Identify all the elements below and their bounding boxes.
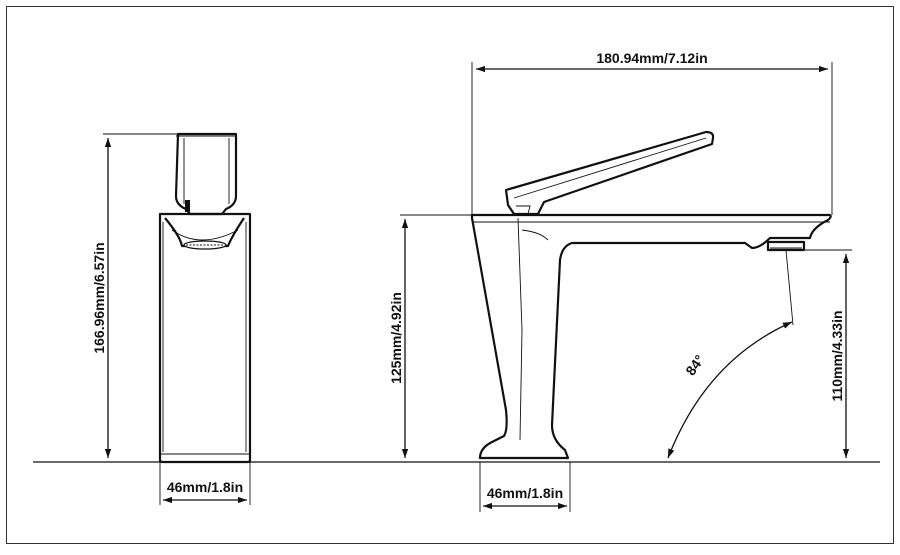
side-base-width-label: 46mm/1.8in [487,485,563,501]
front-view: 166.96mm/6.57in 46mm/1.8in [91,132,252,505]
spout-height-label: 110mm/4.33in [829,310,845,401]
front-base-width-label: 46mm/1.8in [167,479,243,495]
spout-angle-label: 84° [682,352,707,379]
front-height-label: 166.96mm/6.57in [91,242,107,353]
spout-length-label: 180.94mm/7.12in [596,50,707,66]
side-view: 180.94mm/7.12in 125mm/4.92in 110mm/4.33i… [388,50,852,512]
deck-height-label: 125mm/4.92in [388,292,404,384]
drawing-frame [6,6,894,544]
